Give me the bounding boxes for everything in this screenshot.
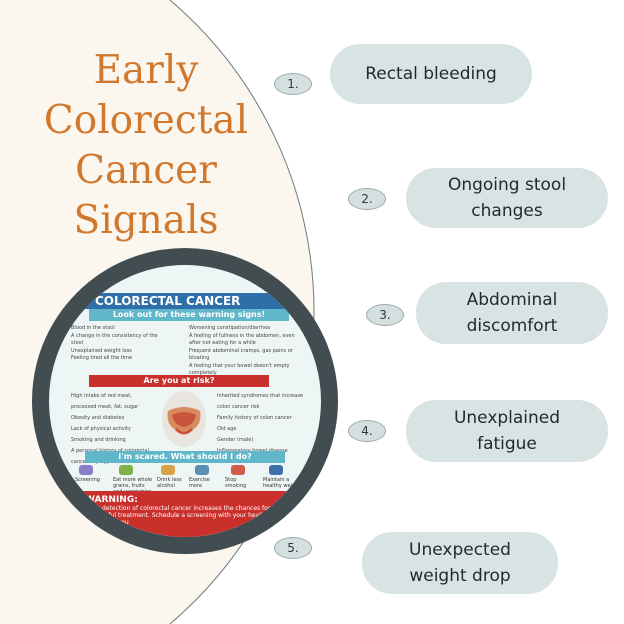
no-smoking-icon [231,465,245,475]
poster-risk: Inherited syndromes that increase colon … [217,393,304,410]
poster-sign: A feeling that your bowel doesn't empty … [189,362,290,377]
poster-risk: Gender (male) [217,437,254,443]
body-illustration [162,391,206,447]
page-title: Early Colorectal Cancer Signals [12,46,280,246]
exercise-icon [195,465,209,475]
poster-risk: Old age [217,426,237,432]
poster-actions: Screening Eat more whole grains, fruits … [75,465,305,495]
poster-warning-text: Early detection of colorectal cancer inc… [85,505,281,526]
infographic-poster: COLORECTAL CANCER Look out for these war… [49,265,321,537]
poster-risk: Lack of physical activity [71,426,132,432]
poster-sign: Feeling tired all the time [71,355,133,361]
poster-header: COLORECTAL CANCER [73,293,313,309]
poster-sign: Frequent abdominal cramps, gas pains or … [189,347,293,362]
poster-action: Screening [75,477,100,483]
poster-signs-right: Worsening constipation/diarrhea A feelin… [189,325,299,378]
item-number-2: 2. [348,188,386,210]
poster-risk-header: Are you at risk? [89,375,269,387]
item-number-5: 5. [274,537,312,559]
poster-sign: A change in the consistency of the stool [71,332,158,347]
title-line-3: Cancer [75,148,217,193]
title-line-4: Signals [73,198,219,243]
title-line-2: Colorectal [43,98,249,143]
poster-risk: Smoking and drinking [71,437,126,443]
item-label-2: Ongoing stool changes [406,168,608,228]
item-number-1: 1. [274,73,312,95]
poster-risk: High intake of red meat, processed meat,… [71,393,139,410]
poster-risk: Obesity and diabetes [71,415,125,421]
poster-warning-title: WARNING: [85,495,138,505]
item-number-3: 3. [366,304,404,326]
poster-sign: Blood in the stool [71,325,115,331]
screening-icon [79,465,93,475]
poster-warning: WARNING: Early detection of colorectal c… [49,491,321,537]
vegetables-icon [119,465,133,475]
infographic-ring: COLORECTAL CANCER Look out for these war… [32,248,338,554]
item-number-4: 4. [348,420,386,442]
poster-sign: Worsening constipation/diarrhea [189,325,271,331]
healthy-weight-icon [269,465,283,475]
item-label-3: Abdominal discomfort [416,282,608,344]
poster-action-header: I'm scared. What should I do? [85,451,285,463]
item-label-1: Rectal bleeding [330,44,532,104]
poster-subheader: Look out for these warning signs! [89,309,289,321]
poster-signs-left: Blood in the stool A change in the consi… [71,325,171,363]
item-label-4: Unexplained fatigue [406,400,608,462]
poster-risk: Family history of colon cancer [217,415,292,421]
title-line-1: Early [93,48,199,93]
poster-action: Exercise more [189,477,210,489]
poster-action: Drink less alcohol [157,477,182,489]
poster-risk-right: Inherited syndromes that increase colon … [217,391,303,457]
poster-sign: A feeling of fullness in the abdomen, ev… [189,332,295,347]
poster-action: Stop smoking [225,477,247,489]
item-label-5: Unexpected weight drop [362,532,558,594]
arc-line [169,0,315,624]
poster-sign: Unexplained weight loss [71,347,132,354]
poster-action: Maintain a healthy weight [263,477,301,489]
alcohol-icon [161,465,175,475]
